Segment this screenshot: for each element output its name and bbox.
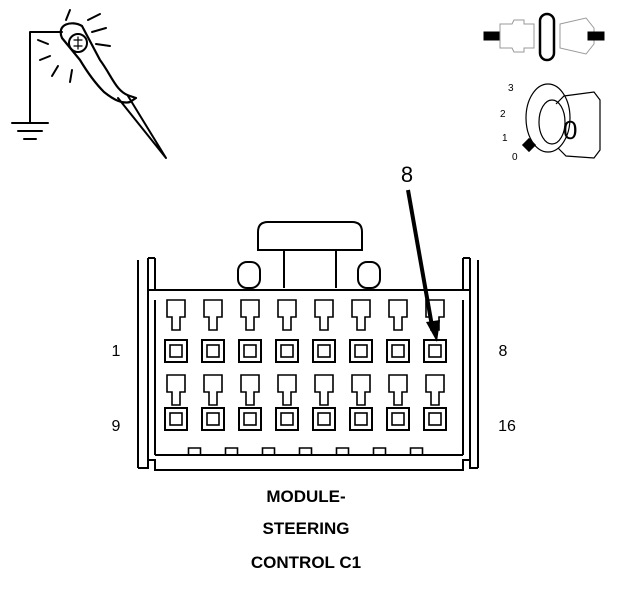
terminal-cavity-13 (312, 374, 336, 431)
ignition-key-icon: 3 2 1 0 0 (500, 83, 601, 163)
title-line-3: CONTROL C1 (251, 553, 361, 572)
ignition-position-1: 1 (502, 133, 508, 144)
terminal-cavity-12 (275, 374, 299, 431)
terminal-cavity-8 (423, 299, 447, 363)
ignition-position-2: 2 (500, 109, 506, 120)
row2-left-pin-label: 9 (112, 418, 121, 435)
terminal-cavity-9 (164, 374, 188, 431)
connector-bottom-keys (187, 447, 424, 455)
ignition-position-pointer (521, 137, 537, 153)
terminal-cavity-16 (423, 374, 447, 431)
title-line-1: MODULE- (266, 487, 345, 506)
terminal-cavity-2 (201, 299, 225, 363)
callout-arrow (406, 189, 440, 342)
ignition-position-0: 0 (512, 152, 518, 163)
bottom-key-notch (372, 447, 387, 455)
terminal-cavity-7 (386, 299, 410, 363)
row1-left-pin-label: 1 (112, 343, 121, 360)
terminal-cavity-5 (312, 299, 336, 363)
ignition-position-3: 3 (508, 83, 514, 94)
terminal-cavity-3 (238, 299, 262, 363)
terminal-cavity-4 (275, 299, 299, 363)
connector-housing (137, 221, 479, 471)
ignition-key-label: 0 (563, 115, 577, 145)
row1-right-pin-label: 8 (499, 343, 508, 360)
terminal-cavity-14 (349, 374, 373, 431)
callout-pin-label: 8 (401, 162, 413, 187)
test-light-probe-icon (11, 9, 167, 159)
bottom-key-notch (261, 447, 276, 455)
terminal-cavity-15 (386, 374, 410, 431)
terminal-cavity-1 (164, 299, 188, 363)
ground-symbol-icon (11, 122, 49, 140)
row2-right-pin-label: 16 (498, 418, 516, 435)
terminal-cavity-6 (349, 299, 373, 363)
bottom-key-notch (298, 447, 313, 455)
bottom-key-notch (335, 447, 350, 455)
terminal-cavity-10 (201, 374, 225, 431)
terminal-cavities (164, 299, 447, 431)
bottom-key-notch (187, 447, 202, 455)
title-line-2: STEERING (263, 519, 350, 538)
terminal-cavity-11 (238, 374, 262, 431)
bottom-key-notch (409, 447, 424, 455)
disconnect-connector-icon (483, 12, 605, 62)
bottom-key-notch (224, 447, 239, 455)
